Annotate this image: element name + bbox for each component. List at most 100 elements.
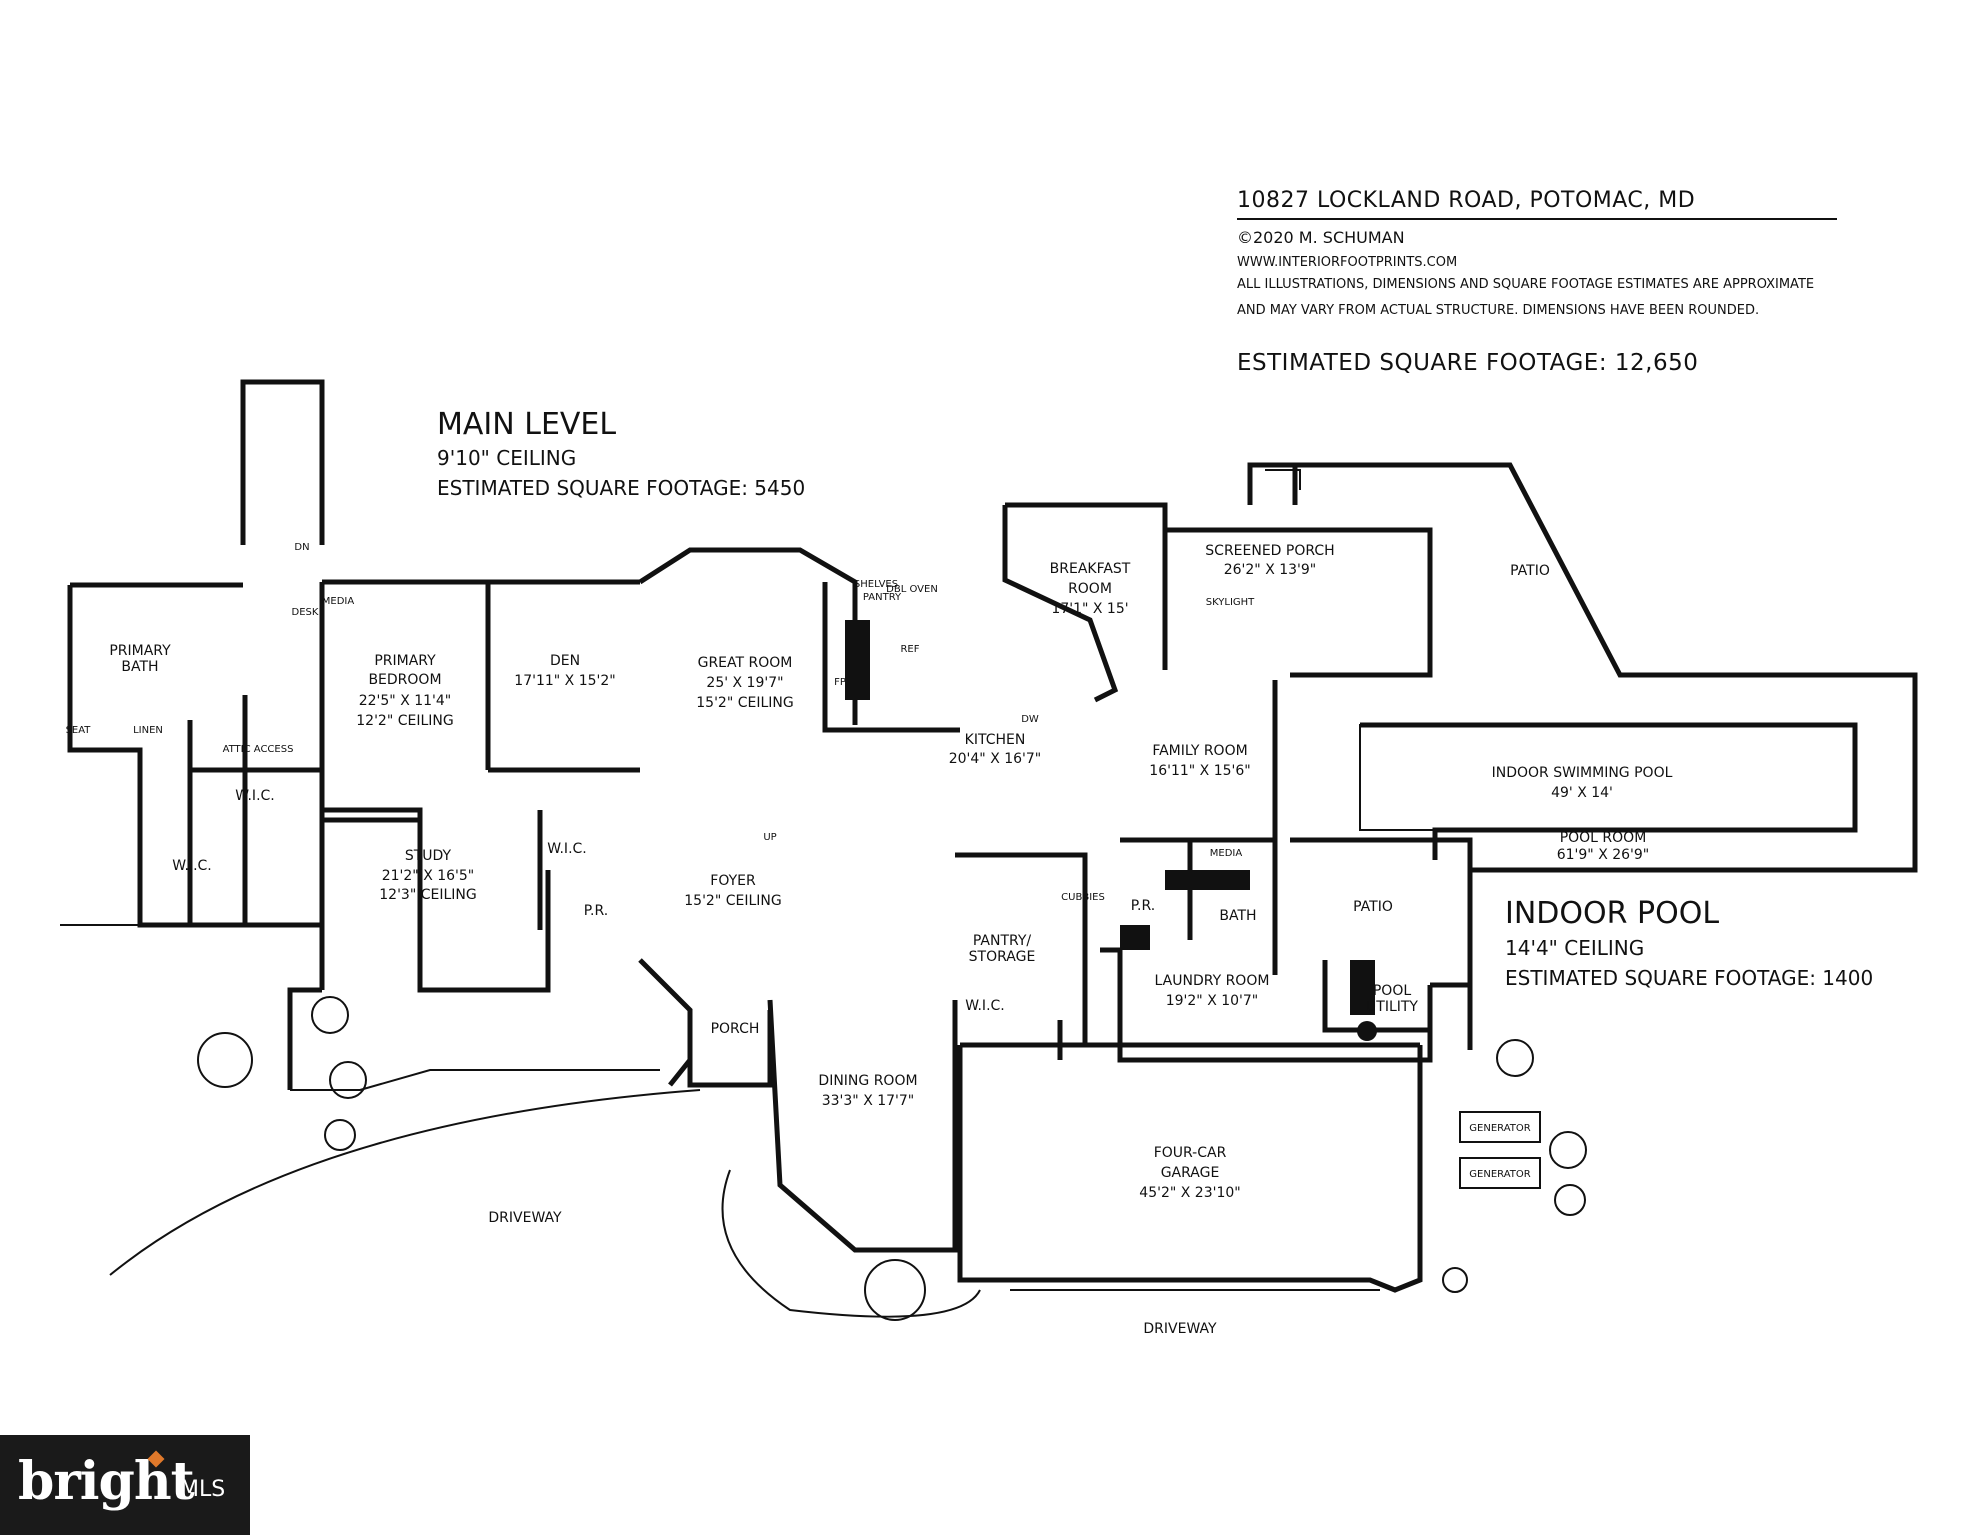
generator-2-box <box>1459 1157 1541 1189</box>
seat-label: SEAT <box>66 725 92 736</box>
wic-mid-label: W.I.C. <box>547 841 587 857</box>
shelves-label: SHELVES <box>854 579 898 590</box>
disclaimer-line-2: AND MAY VARY FROM ACTUAL STRUCTURE. DIME… <box>1237 303 1760 318</box>
wall <box>1002 505 1119 703</box>
porch-label: PORCH <box>711 1021 760 1037</box>
ref-label: REF <box>900 644 919 655</box>
powder-right-label: P.R. <box>1131 898 1155 914</box>
bath-label: BATH <box>1219 908 1256 924</box>
linen-label: LINEN <box>133 725 163 736</box>
address-title: 10827 LOCKLAND ROAD, POTOMAC, MD <box>1237 188 1696 213</box>
shrub <box>324 1119 356 1151</box>
wall <box>822 582 960 733</box>
wall-thin <box>290 1069 660 1091</box>
address-divider <box>1237 218 1837 220</box>
driveway-left-label: DRIVEWAY <box>488 1210 562 1226</box>
counter <box>1165 870 1250 890</box>
wall <box>955 852 1088 1048</box>
website-text: WWW.INTERIORFOOTPRINTS.COM <box>1237 255 1458 270</box>
wall <box>1010 1045 1423 1293</box>
dbl-oven-label: DBL OVEN <box>886 584 938 595</box>
generator-2-label: GENERATOR <box>1469 1169 1530 1180</box>
attic-access-label: ATTIC ACCESS <box>223 744 294 755</box>
shrub <box>311 996 349 1034</box>
wall <box>1100 947 1433 1063</box>
wall <box>322 807 551 993</box>
shrub <box>197 1032 253 1088</box>
bright-mls-logo: bright MLS <box>0 1435 250 1535</box>
indoor-pool-ceiling: 14'4" CEILING <box>1505 936 1645 960</box>
media-1-label: MEDIA <box>322 596 355 607</box>
wic-left-upper-label: W.I.C. <box>235 788 275 804</box>
wic-right-label: W.I.C. <box>965 998 1005 1014</box>
powder-left-label: P.R. <box>584 903 608 919</box>
pantry-storage-label: PANTRY/STORAGE <box>969 933 1036 965</box>
pantry-label: PANTRY <box>863 592 902 603</box>
counter <box>1120 925 1150 950</box>
driveway-edge <box>721 1169 981 1318</box>
shrub <box>864 1259 926 1321</box>
shrub <box>1554 1184 1586 1216</box>
desk-label: DESK <box>292 607 319 618</box>
pool-equipment-icon <box>1357 1021 1377 1041</box>
patio-top-label: PATIO <box>1510 563 1550 579</box>
patio-mid-label: PATIO <box>1353 899 1393 915</box>
main-level-sqft: ESTIMATED SQUARE FOOTAGE: 5450 <box>437 476 806 500</box>
driveway-edge <box>109 1089 701 1276</box>
generator-1-label: GENERATOR <box>1469 1123 1530 1134</box>
counter <box>1350 960 1375 1015</box>
driveway-bottom-label: DRIVEWAY <box>1143 1321 1217 1337</box>
media-2-label: MEDIA <box>1210 848 1243 859</box>
wic-left-lower-label: W.I.C. <box>172 858 212 874</box>
indoor-pool-title: INDOOR POOL <box>1505 896 1720 931</box>
wall <box>1005 502 1168 670</box>
wall <box>668 1052 693 1087</box>
shrub <box>329 1061 367 1099</box>
total-square-footage: ESTIMATED SQUARE FOOTAGE: 12,650 <box>1237 350 1699 376</box>
fireplace <box>845 620 870 700</box>
up-label: UP <box>763 832 776 843</box>
wall <box>1322 960 1430 1033</box>
wall <box>767 999 958 1253</box>
fp-label: FP <box>834 677 846 688</box>
generator-1-box <box>1459 1111 1541 1143</box>
stair <box>1265 469 1301 490</box>
wall <box>67 585 322 928</box>
wall <box>957 1045 1010 1283</box>
shrub <box>1442 1267 1468 1293</box>
pool-outline <box>1359 724 1856 831</box>
wall <box>240 379 325 545</box>
dw-label: DW <box>1021 714 1039 725</box>
wall <box>287 987 322 1090</box>
logo-suffix: MLS <box>180 1477 226 1502</box>
shrub <box>1496 1039 1534 1077</box>
wall <box>1290 837 1473 1050</box>
wall <box>1247 462 1298 505</box>
dn-label: DN <box>294 542 309 553</box>
copyright-text: ©2020 M. SCHUMAN <box>1237 228 1405 247</box>
shrub <box>1549 1131 1587 1169</box>
wall <box>1295 462 1918 873</box>
main-level-title: MAIN LEVEL <box>437 407 617 442</box>
disclaimer-line-1: ALL ILLUSTRATIONS, DIMENSIONS AND SQUARE… <box>1237 277 1815 292</box>
main-level-ceiling: 9'10" CEILING <box>437 446 577 470</box>
wall <box>1165 527 1433 678</box>
logo-wordmark: bright <box>18 1451 195 1512</box>
